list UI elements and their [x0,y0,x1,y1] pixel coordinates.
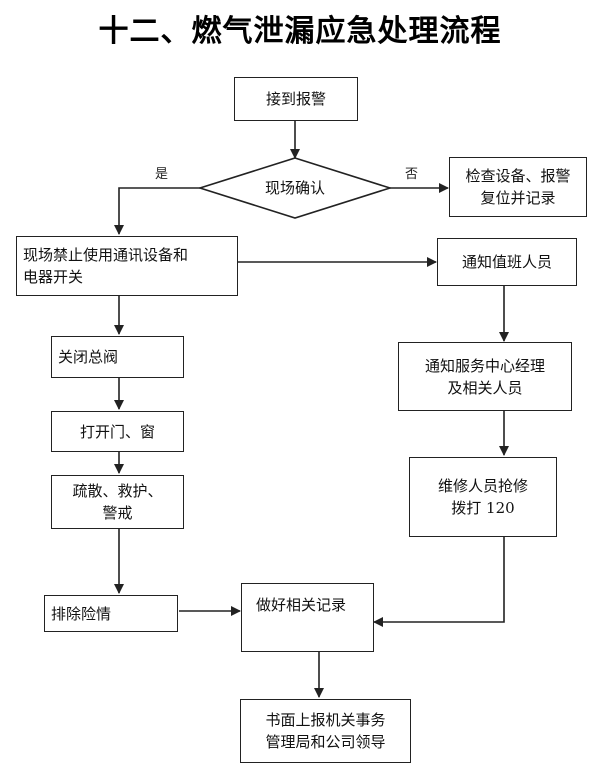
node-check-reset: 检查设备、报警 复位并记录 [449,157,587,217]
node-prohibit-devices: 现场禁止使用通讯设备和 电器开关 [16,236,238,296]
arrow-confirm-to-prohibit [114,187,200,235]
node-eliminate-danger: 排除险情 [44,595,178,632]
page-title: 十二、燃气泄漏应急处理流程 [98,14,502,49]
node-make-records-label: 做好相关记录 [256,596,347,614]
node-notify-manager-label: 通知服务中心经理 及相关人员 [424,356,545,397]
node-written-report-label: 书面上报机关事务 管理局和公司领导 [265,711,386,751]
node-notify-manager: 通知服务中心经理 及相关人员 [398,342,572,411]
node-open-windows: 打开门、窗 [51,411,184,452]
node-repair-call-label: 维修人员抢修 拨打 120 [437,477,528,517]
node-close-valve-label: 关闭总阀 [58,348,119,366]
node-written-report: 书面上报机关事务 管理局和公司领导 [240,699,411,763]
arrow-repair-to-records [373,537,505,627]
node-site-confirm-label: 现场确认 [264,179,325,197]
no-label: 否 [405,167,419,182]
node-prohibit-devices-label: 现场禁止使用通讯设备和 电器开关 [23,246,189,286]
node-eliminate-danger-label: 排除险情 [51,604,112,623]
yes-label: 是 [155,167,169,182]
node-receive-alarm: 接到报警 [234,77,358,121]
node-check-reset-label: 检查设备、报警 复位并记录 [465,167,571,207]
site-confirm-diamond [197,157,393,219]
node-notify-duty: 通知值班人员 [437,238,577,286]
node-open-windows-label: 打开门、窗 [79,422,155,441]
node-close-valve: 关闭总阀 [51,336,184,378]
node-evacuate: 疏散、救护、 警戒 [51,475,184,529]
node-repair-call: 维修人员抢修 拨打 120 [409,457,557,537]
node-make-records: 做好相关记录 [241,583,374,652]
node-notify-duty-label: 通知值班人员 [461,253,552,271]
node-evacuate-label: 疏散、救护、 警戒 [72,482,163,522]
node-receive-alarm-label: 接到报警 [265,90,326,108]
